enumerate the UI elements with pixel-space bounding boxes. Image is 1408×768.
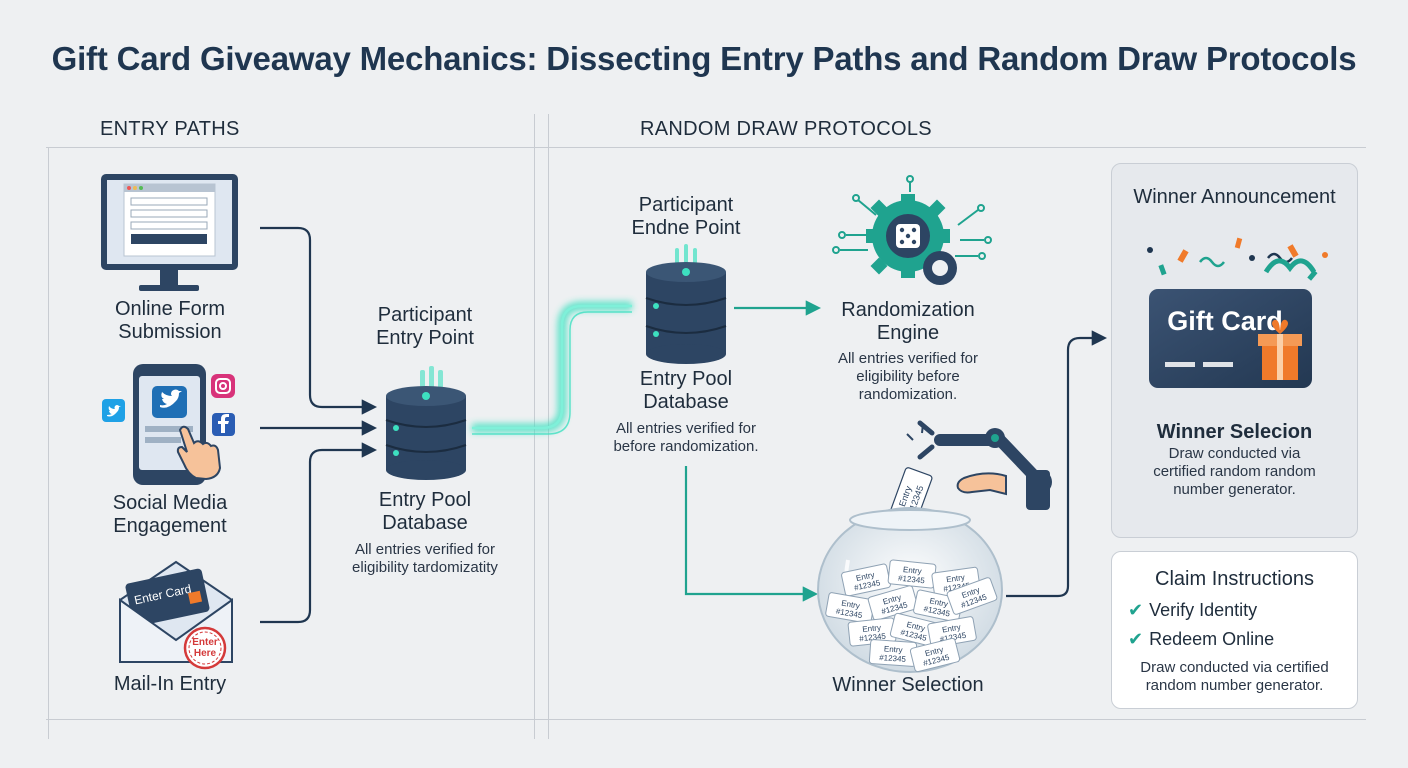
online-form-label: Online Form Submission <box>114 298 226 343</box>
claim-instructions-heading: Claim Instructions <box>1155 568 1314 590</box>
stamp-icon: Enter Here <box>183 626 227 670</box>
left-db-note: All entries verified for eligibility tar… <box>352 541 498 576</box>
twitter-icon <box>102 399 125 422</box>
database-icon-mid <box>645 244 727 364</box>
section-heading-random-draw: RANDOM DRAW PROTOCOLS <box>640 118 932 140</box>
svg-text:#12345: #12345 <box>879 653 907 664</box>
robot-arm-icon <box>906 420 1052 510</box>
svg-text:Entry: Entry <box>855 570 875 583</box>
svg-text:Entry: Entry <box>841 599 861 611</box>
mid-entry-point-label: Participant Endne Point <box>631 194 741 239</box>
svg-text:Entry: Entry <box>906 620 926 633</box>
check-icon: ✔ <box>1128 629 1144 649</box>
ticket: Entry#12345 <box>887 559 937 589</box>
svg-text:Entry: Entry <box>884 644 903 654</box>
engine-label: Randomization Engine <box>841 299 975 344</box>
ticket: Entry#12345 <box>868 639 918 667</box>
mid-db-note: All entries verified for before randomiz… <box>613 420 759 455</box>
page-title: Gift Card Giveaway Mechanics: Dissecting… <box>51 40 1357 77</box>
ticket: Entry#12345 <box>909 637 961 673</box>
hand-pointer-icon <box>176 425 222 481</box>
winner-selection-label: Winner Selection <box>832 674 984 696</box>
instagram-icon <box>211 374 235 398</box>
claim-item-redeem: ✔Redeem Online <box>1128 629 1275 649</box>
gift-box-icon <box>1258 258 1317 380</box>
winner-selecion-heading: Winner Selecion <box>1156 421 1313 443</box>
check-icon: ✔ <box>1128 600 1144 620</box>
svg-text:Entry: Entry <box>929 596 949 609</box>
mail-in-label: Mail-In Entry <box>113 673 227 695</box>
section-heading-entry-paths: ENTRY PATHS <box>100 118 240 140</box>
left-entry-point-label: Participant Entry Point <box>376 304 474 349</box>
draw-connectors <box>684 300 1108 602</box>
left-border <box>48 147 49 739</box>
glow-connector <box>472 301 632 435</box>
ticket: Entry#12345 <box>825 592 875 624</box>
gear-dice-icon <box>832 175 992 285</box>
svg-text:#12345: #12345 <box>898 574 926 586</box>
gift-card-text: Gift Card <box>1167 306 1283 336</box>
left-db-label: Entry Pool Database <box>378 489 472 534</box>
ticket: Entry#12345 <box>889 612 941 648</box>
svg-text:Entry: Entry <box>903 565 923 576</box>
engine-note: All entries verified for eligibility bef… <box>837 350 979 403</box>
ticket: Entry#12345 <box>841 563 891 597</box>
entry-connectors <box>260 226 378 624</box>
winner-announcement-heading: Winner Announcement <box>1133 186 1336 208</box>
svg-text:#12345: #12345 <box>859 632 887 644</box>
winner-card-text: Draw conducted via certified random rand… <box>1153 445 1316 498</box>
facebook-icon <box>212 413 235 436</box>
header-divider <box>46 147 1366 148</box>
svg-text:Entry: Entry <box>946 573 966 585</box>
svg-text:Entry: Entry <box>924 645 944 658</box>
database-icon-left <box>385 366 467 480</box>
claim-instructions-card <box>1111 551 1358 709</box>
mid-db-label: Entry Pool Database <box>639 368 733 413</box>
confetti-icon <box>1147 237 1328 281</box>
claim-item-verify: ✔Verify Identity <box>1128 600 1258 620</box>
svg-text:Here: Here <box>194 648 217 659</box>
monitor-icon <box>101 174 238 291</box>
ticket: Entry#12345 <box>946 577 998 615</box>
svg-text:Entry: Entry <box>862 623 882 634</box>
social-media-label: Social Media Engagement <box>112 492 228 537</box>
svg-text:Enter: Enter <box>192 637 218 648</box>
footer-divider <box>46 719 1366 720</box>
claim-card-text: Draw conducted via certified random numb… <box>1140 659 1329 694</box>
svg-text:Entry: Entry <box>941 623 961 635</box>
